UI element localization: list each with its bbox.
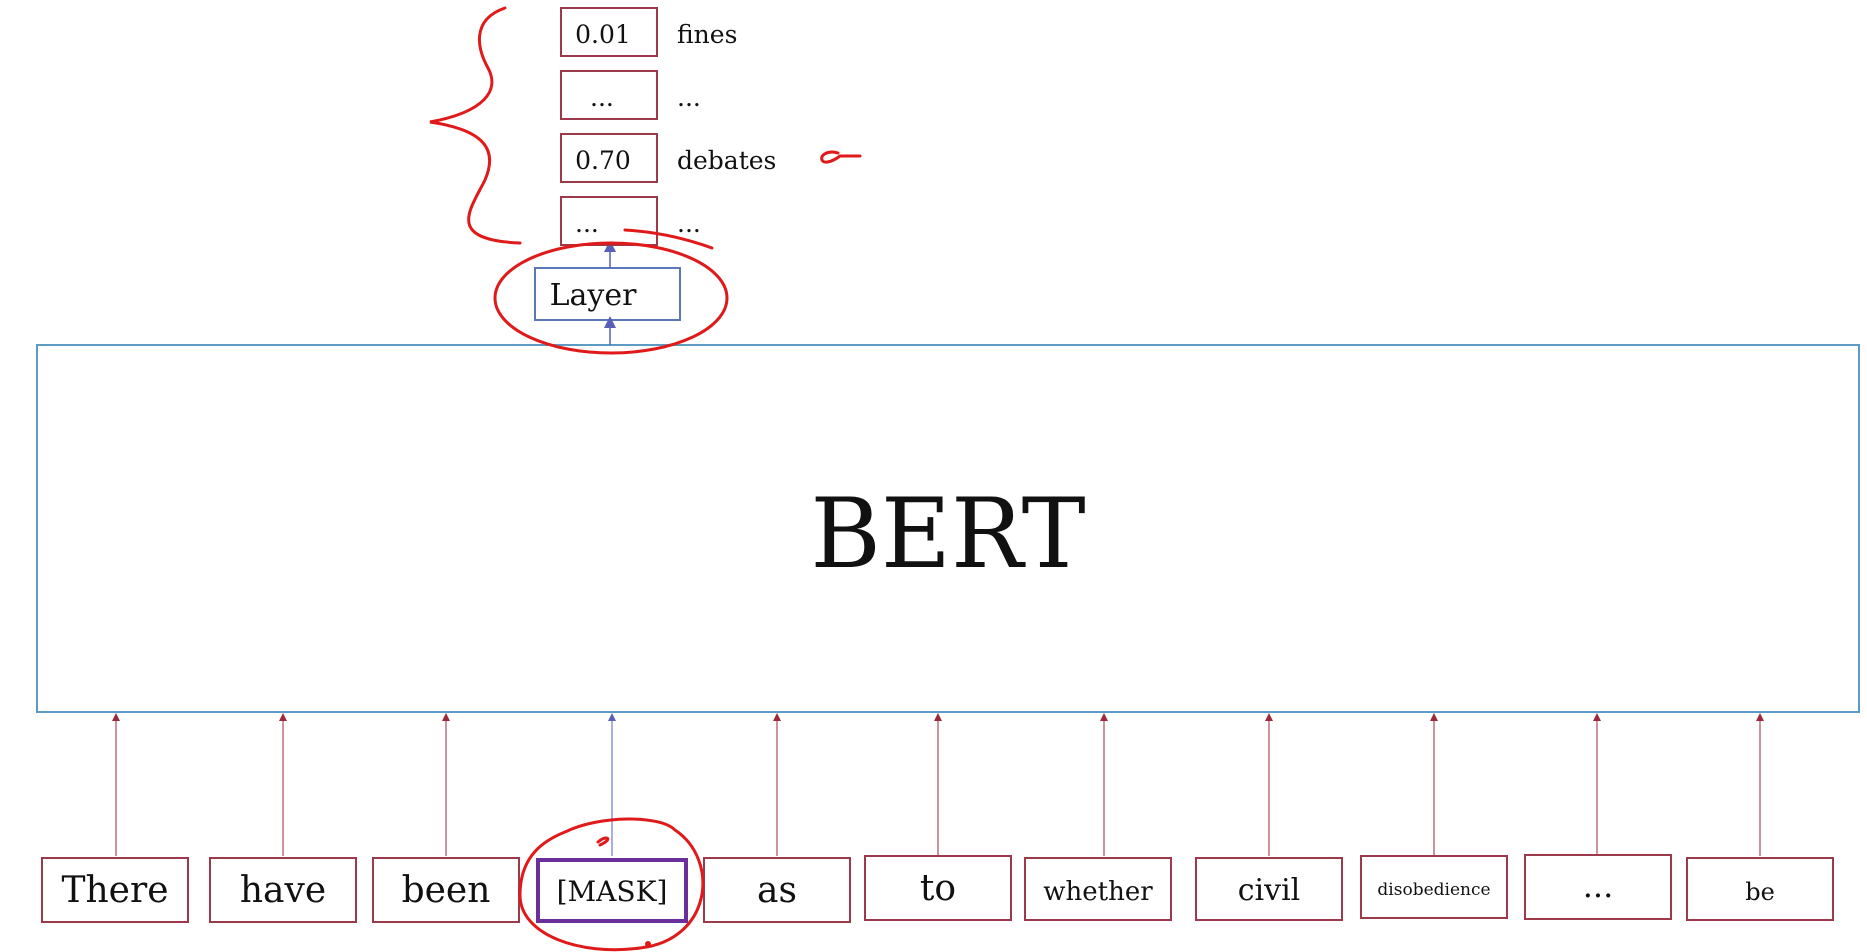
token-box [1195, 857, 1343, 921]
bert-label: BERT [810, 478, 1085, 590]
layer-label: Layer [550, 278, 638, 313]
output-prob: 0.70 [575, 146, 631, 175]
output-prob-box [560, 7, 658, 57]
token-label: ... [1583, 867, 1614, 905]
token-label: to [920, 868, 956, 909]
token-box [1524, 854, 1672, 920]
token-label: There [61, 870, 168, 911]
token-box [1360, 855, 1508, 919]
curly-brace-annotation [429, 6, 522, 245]
underline-annotation [623, 228, 714, 250]
token: whether [1024, 857, 1172, 921]
token: civil [1195, 857, 1343, 921]
token: as [703, 857, 851, 923]
token-label: been [402, 870, 491, 911]
output-word: fines [677, 20, 737, 49]
output-prob-box [560, 196, 658, 246]
output-row: 0.01 fines [560, 7, 737, 57]
output-word: ... [677, 83, 701, 112]
token-label: whether [1043, 877, 1153, 907]
token-label: as [757, 870, 797, 911]
mask-tick-annotation [596, 836, 610, 847]
output-prob-box [560, 133, 658, 183]
token-box [372, 857, 520, 923]
output-prob-box [560, 70, 658, 120]
token: There [41, 857, 189, 923]
red-annotations [429, 6, 862, 952]
arrow-annotation [820, 150, 862, 164]
token-mask: [MASK] [536, 858, 688, 923]
token: to [864, 855, 1012, 921]
output-prob: 0.01 [575, 20, 631, 49]
output-word: debates [677, 146, 776, 175]
token-label: disobedience [1377, 880, 1490, 900]
token: have [209, 857, 357, 923]
token-label: civil [1238, 873, 1301, 908]
token: been [372, 857, 520, 923]
bert-box [36, 344, 1860, 713]
token-label: be [1745, 878, 1775, 906]
layer-circle-annotation [493, 241, 729, 355]
output-row: ... ... [560, 196, 701, 246]
token: disobedience [1360, 855, 1508, 919]
dot-annotation [645, 941, 651, 947]
output-row: ... ... [560, 70, 701, 120]
token-row: There have been [MASK] as to whether ci [41, 854, 1834, 923]
token: be [1686, 857, 1834, 921]
token-arrows [112, 713, 1764, 856]
output-prob: ... [590, 83, 614, 112]
token: ... [1524, 854, 1672, 920]
mask-label: [MASK] [557, 875, 668, 908]
mask-box [536, 858, 688, 923]
token-box [703, 857, 851, 923]
output-word: ... [677, 209, 701, 238]
token-box [41, 857, 189, 923]
token-box [1686, 857, 1834, 921]
output-prob: ... [575, 209, 599, 238]
token-label: have [240, 870, 326, 911]
token-box [1024, 857, 1172, 921]
output-row: 0.70 debates [560, 133, 776, 183]
layer-box [534, 267, 681, 321]
token-box [864, 855, 1012, 921]
token-box [209, 857, 357, 923]
